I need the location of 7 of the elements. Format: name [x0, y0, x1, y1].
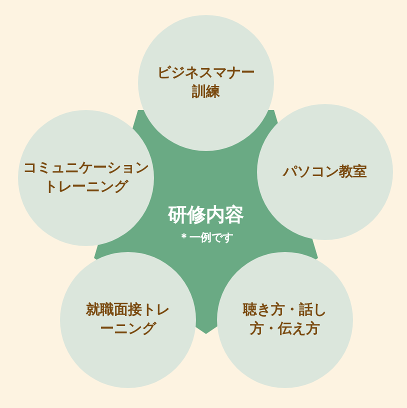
topic-label: 就職面接トレーニング — [84, 301, 171, 339]
topic-label: 聴き方・話し方・伝え方 — [242, 301, 328, 339]
topic-label: コミュニケーショントレーニング — [22, 159, 150, 197]
topic-label: パソコン教室 — [282, 162, 368, 182]
topic-label: ビジネスマナー訓練 — [156, 64, 256, 102]
note: ＊一例です — [178, 230, 234, 245]
heading: 研修内容 — [166, 203, 245, 228]
